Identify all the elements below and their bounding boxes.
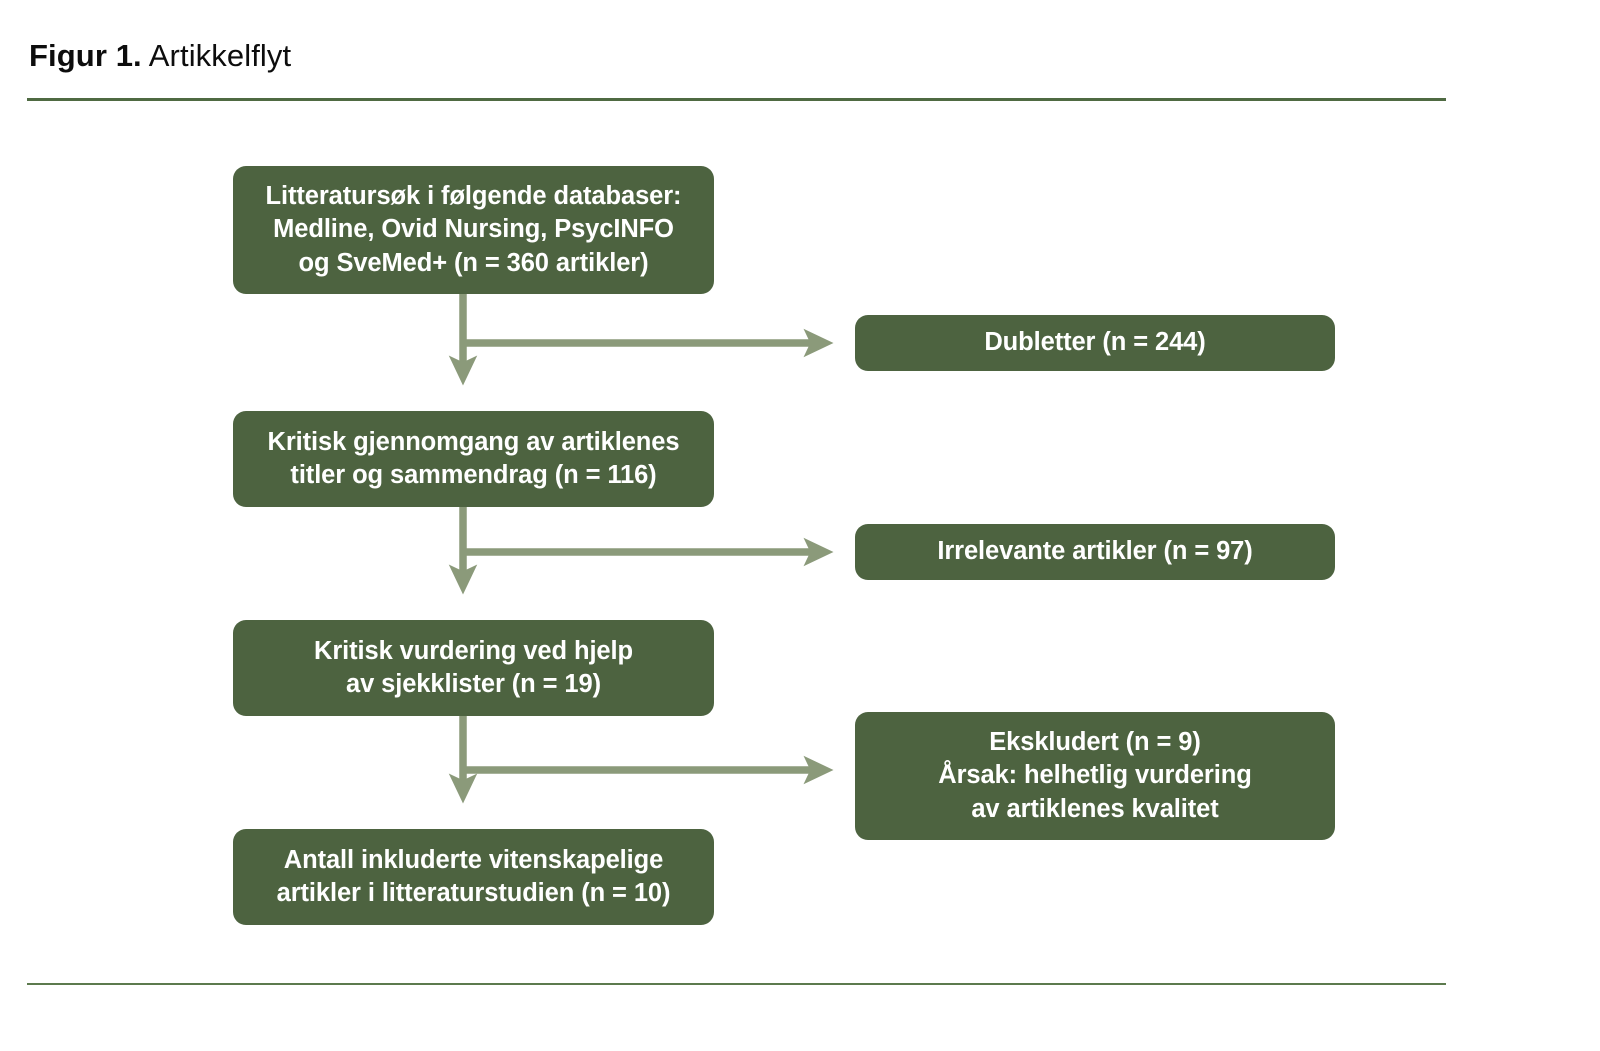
flow-box-line: Medline, Ovid Nursing, PsycINFO [273, 215, 674, 244]
flow-box-line: artikler i litteraturstudien (n = 10) [276, 879, 671, 907]
figure-title: Artikkelflyt [142, 38, 291, 73]
flow-box-line: Irrelevante artikler (n = 97) [937, 537, 1253, 566]
flow-box-duplicates: Dubletter (n = 244) [855, 315, 1335, 371]
flow-box-line: Antall inkluderte vitenskapelige [283, 845, 664, 874]
flow-box-excluded-articles: Ekskludert (n = 9) Årsak: helhetlig vurd… [855, 712, 1335, 840]
flow-box-line: titler og sammendrag (n = 116) [290, 461, 657, 489]
flow-box-irrelevant-articles: Irrelevante artikler (n = 97) [855, 524, 1335, 580]
flow-box-literature-search: Litteratursøk i følgende databaser: Medl… [233, 166, 714, 294]
flow-box-included-articles: Antall inkluderte vitenskapelige artikle… [233, 829, 714, 925]
flow-box-line: Kritisk gjennomgang av artiklenes [267, 427, 680, 456]
figure-title-text: Artikkelflyt [148, 38, 292, 73]
flow-box-line: Litteratursøk i følgende databaser: [265, 181, 682, 210]
flow-box-line: og SveMed+ (n = 360 artikler) [298, 248, 649, 277]
flow-box-line: av sjekklister (n = 19) [346, 670, 601, 698]
flow-box-line: Årsak: helhetlig vurdering [938, 761, 1252, 790]
footer-divider [27, 983, 1446, 985]
figure-label: Figur 1. [29, 38, 142, 73]
flow-box-line: Dubletter (n = 244) [984, 328, 1206, 357]
flow-box-line: Ekskludert (n = 9) [989, 727, 1201, 756]
flow-box-critical-appraisal: Kritisk vurdering ved hjelp av sjekklist… [233, 620, 714, 716]
page-title: Figur 1. Artikkelflyt [29, 34, 291, 78]
header-divider [27, 98, 1446, 101]
flow-box-title-abstract-screening: Kritisk gjennomgang av artiklenes titler… [233, 411, 714, 507]
flow-box-line: Kritisk vurdering ved hjelp [314, 636, 633, 665]
flow-box-line: av artiklenes kvalitet [971, 794, 1219, 823]
